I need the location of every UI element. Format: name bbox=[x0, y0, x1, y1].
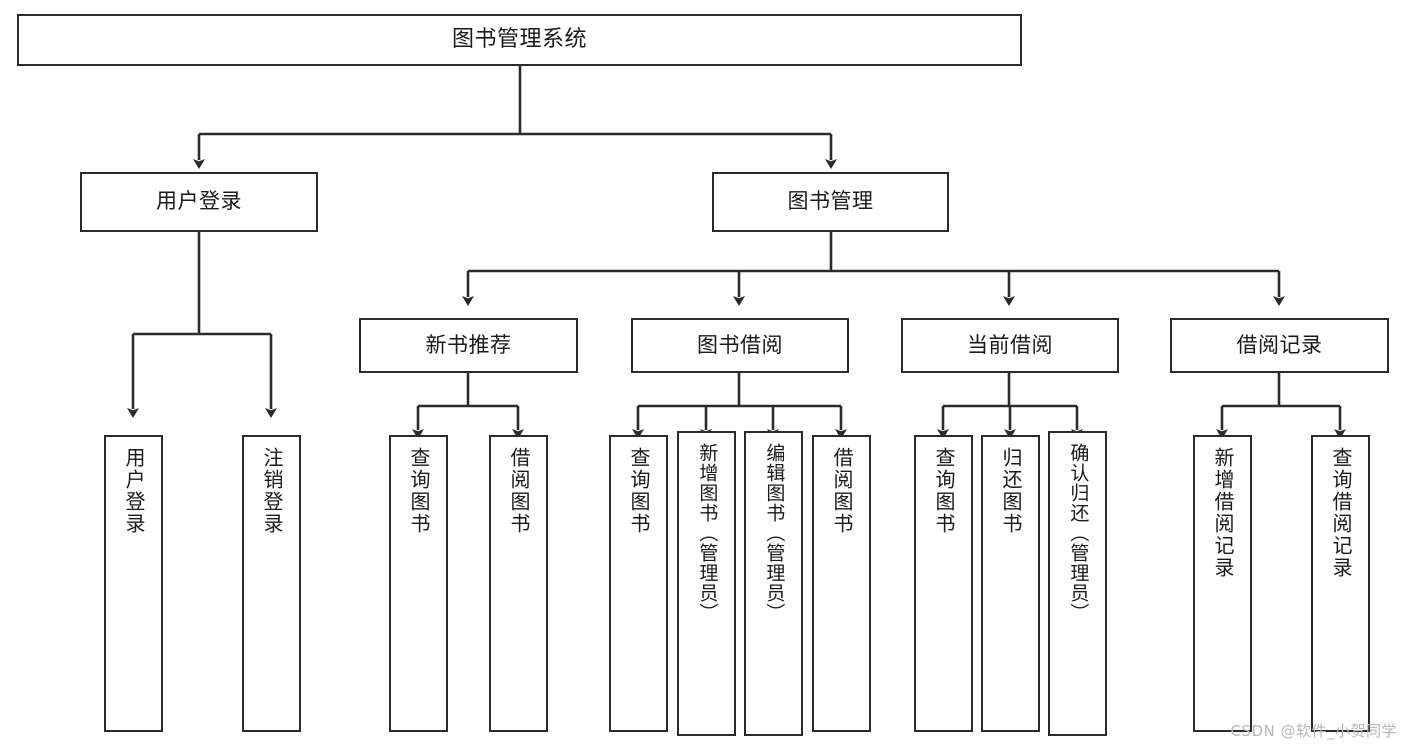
leaf-user-login-2[interactable]: 注销登录 bbox=[242, 435, 301, 732]
node-user-login[interactable]: 用户登录 bbox=[80, 172, 318, 232]
leaf-user-login-1-label: 用户登录 bbox=[122, 447, 146, 535]
node-borrow-record[interactable]: 借阅记录 bbox=[1170, 318, 1389, 373]
leaf-borrow-record-2-label: 查询借阅记录 bbox=[1329, 447, 1353, 579]
leaf-user-login-2-label: 注销登录 bbox=[260, 447, 284, 535]
leaf-user-login-1[interactable]: 用户登录 bbox=[104, 435, 163, 732]
leaf-borrow-record-2[interactable]: 查询借阅记录 bbox=[1311, 435, 1370, 732]
leaf-book-borrow-2[interactable]: 新增图书（管理员） bbox=[677, 431, 736, 736]
leaf-book-borrow-4[interactable]: 借阅图书 bbox=[812, 435, 871, 732]
node-user-login-label: 用户登录 bbox=[156, 189, 242, 214]
leaf-book-borrow-1[interactable]: 查询图书 bbox=[609, 435, 668, 732]
leaf-new-book-rec-1-label: 查询图书 bbox=[407, 447, 431, 535]
node-book-manage[interactable]: 图书管理 bbox=[712, 172, 949, 232]
leaf-borrow-record-1[interactable]: 新增借阅记录 bbox=[1193, 435, 1252, 732]
node-current-borrow-label: 当前借阅 bbox=[967, 332, 1053, 357]
leaf-book-borrow-2-label: 新增图书（管理员） bbox=[696, 443, 719, 623]
leaf-book-borrow-1-label: 查询图书 bbox=[627, 447, 651, 535]
node-book-borrow[interactable]: 图书借阅 bbox=[631, 318, 849, 373]
node-book-borrow-label: 图书借阅 bbox=[697, 332, 783, 357]
leaf-book-borrow-4-label: 借阅图书 bbox=[830, 447, 854, 535]
leaf-current-borrow-3-label: 确认归还（管理员） bbox=[1067, 443, 1090, 623]
leaf-borrow-record-1-label: 新增借阅记录 bbox=[1211, 447, 1235, 579]
node-new-book-rec-label: 新书推荐 bbox=[425, 332, 512, 357]
node-book-manage-label: 图书管理 bbox=[787, 189, 874, 214]
node-root-label: 图书管理系统 bbox=[451, 26, 587, 52]
node-borrow-record-label: 借阅记录 bbox=[1236, 332, 1323, 357]
leaf-current-borrow-1[interactable]: 查询图书 bbox=[914, 435, 973, 732]
leaf-current-borrow-2[interactable]: 归还图书 bbox=[981, 435, 1040, 732]
leaf-book-borrow-3-label: 编辑图书（管理员） bbox=[763, 443, 786, 623]
leaf-book-borrow-3[interactable]: 编辑图书（管理员） bbox=[744, 431, 803, 736]
node-new-book-rec[interactable]: 新书推荐 bbox=[359, 318, 578, 373]
leaf-current-borrow-2-label: 归还图书 bbox=[999, 447, 1023, 535]
leaf-current-borrow-1-label: 查询图书 bbox=[932, 447, 956, 535]
leaf-new-book-rec-2-label: 借阅图书 bbox=[507, 447, 531, 535]
leaf-new-book-rec-2[interactable]: 借阅图书 bbox=[489, 435, 548, 732]
node-root[interactable]: 图书管理系统 bbox=[17, 14, 1022, 66]
leaf-new-book-rec-1[interactable]: 查询图书 bbox=[389, 435, 448, 732]
node-current-borrow[interactable]: 当前借阅 bbox=[901, 318, 1119, 373]
watermark-text: CSDN @软件_小贺同学 bbox=[1230, 722, 1397, 740]
leaf-current-borrow-3[interactable]: 确认归还（管理员） bbox=[1048, 431, 1107, 736]
